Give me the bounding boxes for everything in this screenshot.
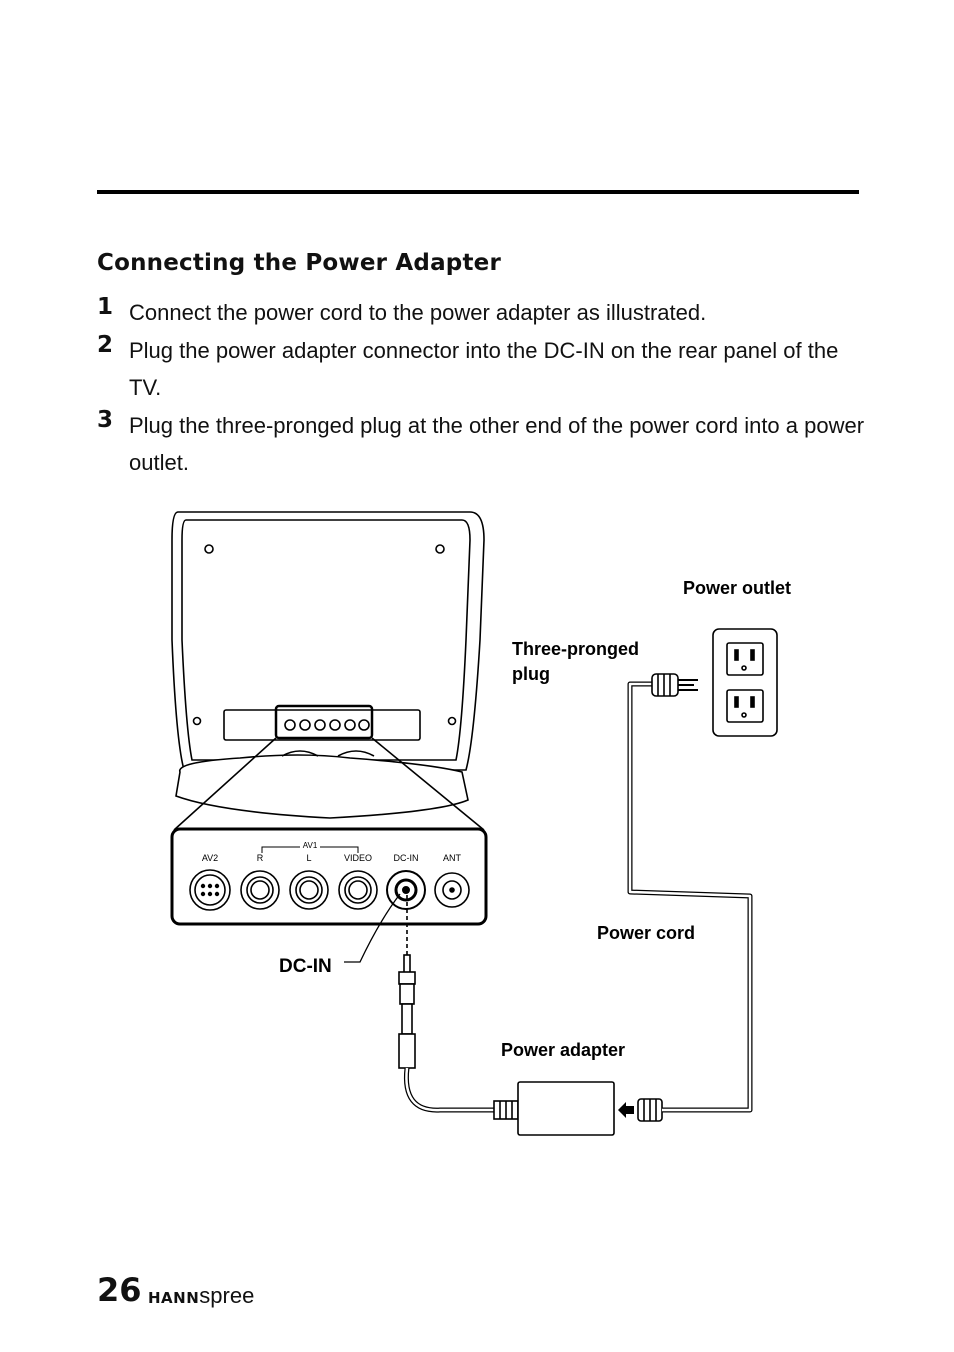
step-number: 1 (97, 294, 114, 320)
panel-label-l: L (306, 853, 311, 863)
av2-port-icon (189, 869, 231, 911)
step-text: Plug the three-pronged plug at the other… (129, 413, 865, 475)
tv-rear-illustration (171, 511, 485, 831)
dc-in-jack-icon (386, 870, 426, 910)
panel-label-av1: AV1 (303, 841, 318, 850)
three-pronged-plug-icon (651, 673, 698, 697)
panel-label-av2: AV2 (202, 853, 218, 863)
brand-bold: HANN (148, 1289, 200, 1307)
panel-label-video: VIDEO (344, 853, 372, 863)
three-pronged-plug-label-1: Three-pronged (512, 639, 639, 659)
video-jack-icon (338, 870, 378, 910)
power-outlet-label: Power outlet (683, 578, 791, 598)
step-text: Plug the power adapter connector into th… (129, 338, 839, 400)
panel-label-dc-in: DC-IN (394, 853, 419, 863)
panel-label-r: R (257, 853, 264, 863)
dc-connector-plug-icon (398, 954, 416, 1069)
power-outlet-icon (712, 628, 778, 737)
page-number: 26 (97, 1271, 142, 1309)
insert-arrow-icon (618, 1102, 634, 1118)
rear-panel-zoom: AV1 AV2 R L VIDEO DC-IN ANT (170, 827, 488, 926)
l-jack-icon (289, 870, 329, 910)
dc-in-callout: DC-IN (279, 893, 401, 977)
power-cord-line (627, 681, 753, 1113)
three-pronged-plug-label-2: plug (512, 664, 550, 684)
step-number: 2 (97, 332, 114, 358)
top-rule (97, 190, 859, 194)
step-number: 3 (97, 407, 114, 433)
cord-connector-icon (637, 1098, 663, 1122)
power-adapter-label: Power adapter (501, 1040, 625, 1060)
ant-jack-icon (434, 872, 470, 908)
brand-logo: HANNspree (148, 1283, 254, 1309)
dc-in-callout-label: DC-IN (279, 956, 332, 977)
brand-light: spree (199, 1283, 255, 1308)
power-adapter-icon (493, 1081, 615, 1136)
step-text: Connect the power cord to the power adap… (129, 300, 707, 325)
power-cord-label: Power cord (597, 923, 695, 943)
section-title: Connecting the Power Adapter (97, 250, 502, 276)
panel-label-ant: ANT (443, 853, 462, 863)
connection-diagram: AV1 AV2 R L VIDEO DC-IN ANT DC-IN (170, 511, 791, 1136)
r-jack-icon (240, 870, 280, 910)
